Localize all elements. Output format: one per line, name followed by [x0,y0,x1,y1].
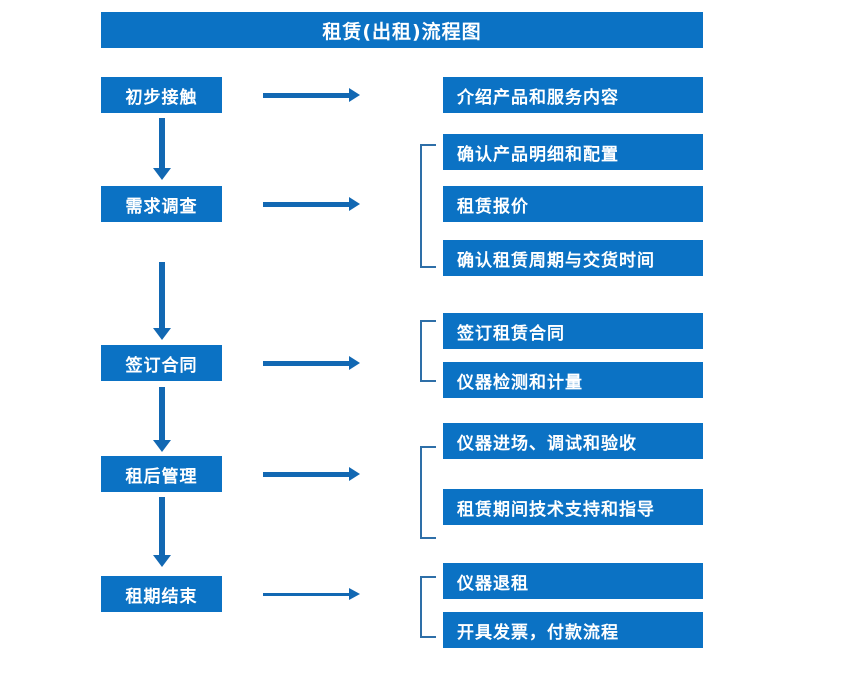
arrow-shaft [263,472,351,477]
down-arrow-icon-3 [153,387,171,452]
down-arrow-icon-4 [153,497,171,567]
arrow-shaft [263,93,351,98]
group-bracket-4 [420,446,436,539]
down-arrow-icon-2 [153,262,171,340]
stage-box-5[interactable]: 租期结束 [101,576,222,612]
stage-box-4[interactable]: 租后管理 [101,456,222,492]
arrow-head [153,168,171,180]
arrow-shaft [159,262,165,328]
arrow-head [349,588,360,600]
arrow-shaft [263,593,351,596]
group-bracket-3 [420,320,436,382]
detail-box-3-1[interactable]: 签订租赁合同 [443,313,703,349]
detail-box-4-2[interactable]: 租赁期间技术支持和指导 [443,489,703,525]
group-bracket-2 [420,144,436,268]
detail-box-2-2[interactable]: 租赁报价 [443,186,703,222]
arrow-shaft [263,361,351,366]
arrow-head [153,440,171,452]
detail-box-3-2[interactable]: 仪器检测和计量 [443,362,703,398]
down-arrow-icon-1 [153,118,171,180]
arrow-head [349,356,360,370]
arrow-shaft [159,387,165,440]
stage-box-1[interactable]: 初步接触 [101,77,222,113]
arrow-shaft [159,118,165,168]
detail-box-5-1[interactable]: 仪器退租 [443,563,703,599]
detail-box-1-1[interactable]: 介绍产品和服务内容 [443,77,703,113]
detail-box-4-1[interactable]: 仪器进场、调试和验收 [443,423,703,459]
stage-box-2[interactable]: 需求调查 [101,186,222,222]
detail-box-2-3[interactable]: 确认租赁周期与交货时间 [443,240,703,276]
arrow-shaft [263,202,351,207]
arrow-head [349,88,360,102]
right-arrow-icon-2 [263,197,360,211]
detail-box-2-1[interactable]: 确认产品明细和配置 [443,134,703,170]
right-arrow-icon-3 [263,356,360,370]
stage-box-3[interactable]: 签订合同 [101,345,222,381]
right-arrow-icon-4 [263,467,360,481]
right-arrow-icon-5 [263,587,360,601]
detail-box-5-2[interactable]: 开具发票，付款流程 [443,612,703,648]
right-arrow-icon-1 [263,88,360,102]
arrow-head [153,555,171,567]
group-bracket-5 [420,576,436,638]
arrow-head [349,467,360,481]
diagram-title: 租赁(出租)流程图 [101,12,703,48]
arrow-shaft [159,497,165,555]
arrow-head [349,197,360,211]
arrow-head [153,328,171,340]
